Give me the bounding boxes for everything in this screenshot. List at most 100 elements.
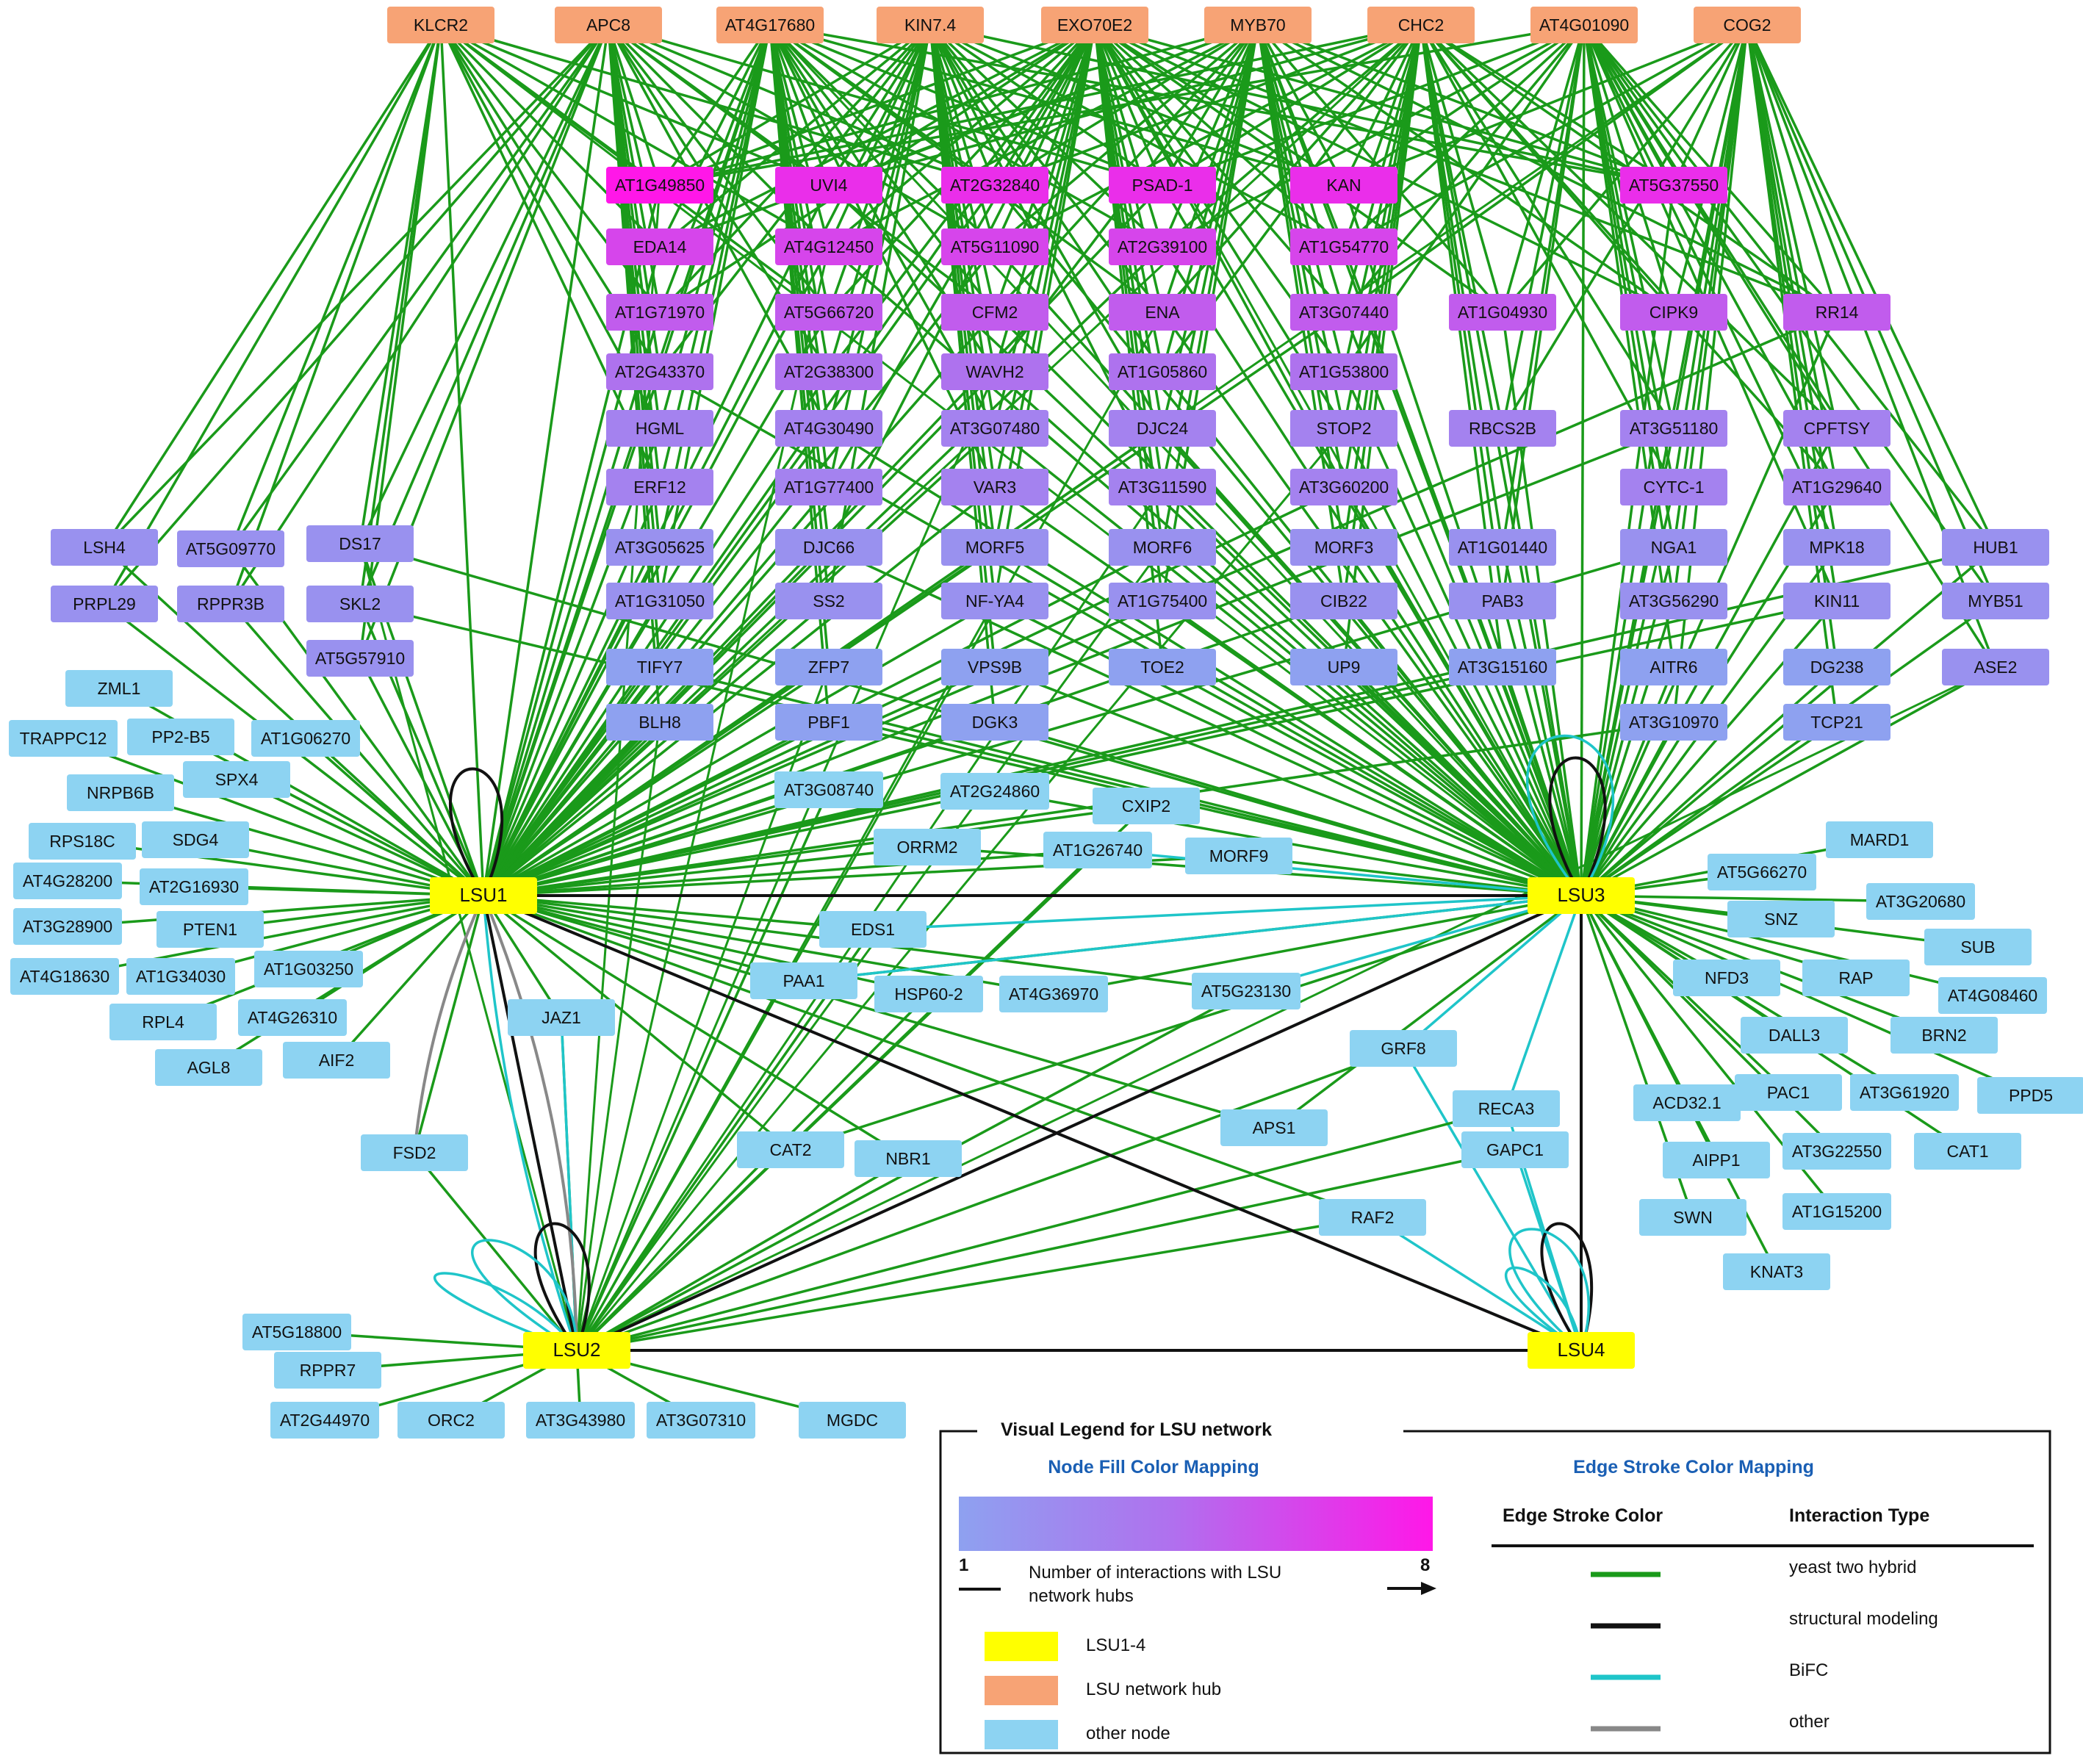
gradient-node-at3g07440[interactable]: AT3G07440 bbox=[1290, 294, 1397, 331]
gradient-node-erf12[interactable]: ERF12 bbox=[606, 469, 713, 505]
hub-node-at4g17680[interactable]: AT4G17680 bbox=[716, 7, 824, 43]
other-node-sdg4[interactable]: SDG4 bbox=[142, 821, 249, 858]
other-node-aps1[interactable]: APS1 bbox=[1220, 1109, 1328, 1146]
gradient-node-pbf1[interactable]: PBF1 bbox=[775, 704, 882, 741]
other-node-at1g34030[interactable]: AT1G34030 bbox=[126, 958, 235, 995]
gradient-node-cipk9[interactable]: CIPK9 bbox=[1620, 294, 1727, 331]
gradient-node-at5g37550[interactable]: AT5G37550 bbox=[1620, 167, 1727, 204]
gradient-node-cpftsy[interactable]: CPFTSY bbox=[1783, 410, 1890, 447]
gradient-node-at3g51180[interactable]: AT3G51180 bbox=[1620, 410, 1727, 447]
other-node-rppr7[interactable]: RPPR7 bbox=[274, 1352, 381, 1389]
other-node-snz[interactable]: SNZ bbox=[1727, 901, 1835, 937]
gradient-node-at3g15160[interactable]: AT3G15160 bbox=[1449, 649, 1556, 685]
gradient-node-kan[interactable]: KAN bbox=[1290, 167, 1397, 204]
gradient-node-at3g60200[interactable]: AT3G60200 bbox=[1290, 469, 1397, 505]
other-node-dall3[interactable]: DALL3 bbox=[1741, 1017, 1848, 1054]
gradient-node-var3[interactable]: VAR3 bbox=[941, 469, 1048, 505]
other-node-paa1[interactable]: PAA1 bbox=[750, 962, 857, 999]
gradient-node-at1g05860[interactable]: AT1G05860 bbox=[1109, 353, 1216, 390]
hub-node-cog2[interactable]: COG2 bbox=[1694, 7, 1801, 43]
gradient-node-djc66[interactable]: DJC66 bbox=[775, 529, 882, 566]
other-node-rap[interactable]: RAP bbox=[1802, 960, 1910, 996]
other-node-at1g06270[interactable]: AT1G06270 bbox=[251, 720, 360, 757]
other-node-at3g08740[interactable]: AT3G08740 bbox=[774, 771, 883, 808]
other-node-pten1[interactable]: PTEN1 bbox=[157, 911, 264, 948]
gradient-node-nf-ya4[interactable]: NF-YA4 bbox=[941, 583, 1048, 619]
gradient-node-tcp21[interactable]: TCP21 bbox=[1783, 704, 1890, 741]
other-node-at4g28200[interactable]: AT4G28200 bbox=[13, 863, 122, 899]
other-node-fsd2[interactable]: FSD2 bbox=[361, 1134, 468, 1171]
other-node-at5g18800[interactable]: AT5G18800 bbox=[242, 1314, 351, 1350]
other-node-orrm2[interactable]: ORRM2 bbox=[874, 829, 981, 865]
hub-node-apc8[interactable]: APC8 bbox=[555, 7, 662, 43]
other-node-at4g36970[interactable]: AT4G36970 bbox=[999, 976, 1108, 1012]
gradient-node-at3g11590[interactable]: AT3G11590 bbox=[1109, 469, 1216, 505]
other-node-hsp60-2[interactable]: HSP60-2 bbox=[874, 976, 983, 1012]
other-node-at2g16930[interactable]: AT2G16930 bbox=[140, 868, 248, 905]
gradient-node-at3g10970[interactable]: AT3G10970 bbox=[1620, 704, 1727, 741]
other-node-cat1[interactable]: CAT1 bbox=[1914, 1133, 2021, 1170]
other-node-at3g22550[interactable]: AT3G22550 bbox=[1782, 1133, 1891, 1170]
gradient-node-at1g53800[interactable]: AT1G53800 bbox=[1290, 353, 1397, 390]
other-node-at5g23130[interactable]: AT5G23130 bbox=[1192, 973, 1300, 1009]
lsu-node-lsu1[interactable]: LSU1 bbox=[430, 877, 537, 914]
gradient-node-at1g29640[interactable]: AT1G29640 bbox=[1783, 469, 1890, 505]
gradient-node-at1g75400[interactable]: AT1G75400 bbox=[1109, 583, 1216, 619]
gradient-node-up9[interactable]: UP9 bbox=[1290, 649, 1397, 685]
hub-node-at4g01090[interactable]: AT4G01090 bbox=[1530, 7, 1638, 43]
gradient-node-morf5[interactable]: MORF5 bbox=[941, 529, 1048, 566]
gradient-node-hgml[interactable]: HGML bbox=[606, 410, 713, 447]
gradient-node-ds17[interactable]: DS17 bbox=[306, 525, 414, 562]
gradient-node-at1g31050[interactable]: AT1G31050 bbox=[606, 583, 713, 619]
gradient-node-uvi4[interactable]: UVI4 bbox=[775, 167, 882, 204]
gradient-node-lsh4[interactable]: LSH4 bbox=[51, 529, 158, 566]
gradient-node-ase2[interactable]: ASE2 bbox=[1942, 649, 2049, 685]
gradient-node-at1g77400[interactable]: AT1G77400 bbox=[775, 469, 882, 505]
other-node-sub[interactable]: SUB bbox=[1924, 929, 2032, 965]
gradient-node-morf3[interactable]: MORF3 bbox=[1290, 529, 1397, 566]
gradient-node-at4g30490[interactable]: AT4G30490 bbox=[775, 410, 882, 447]
gradient-node-at5g57910[interactable]: AT5G57910 bbox=[306, 640, 414, 677]
other-node-at3g61920[interactable]: AT3G61920 bbox=[1850, 1074, 1959, 1111]
gradient-node-at3g05625[interactable]: AT3G05625 bbox=[606, 529, 713, 566]
other-node-eds1[interactable]: EDS1 bbox=[819, 911, 927, 948]
other-node-agl8[interactable]: AGL8 bbox=[155, 1049, 262, 1086]
other-node-at3g43980[interactable]: AT3G43980 bbox=[526, 1402, 635, 1439]
gradient-node-myb51[interactable]: MYB51 bbox=[1942, 583, 2049, 619]
other-node-at1g26740[interactable]: AT1G26740 bbox=[1043, 832, 1152, 868]
lsu-node-lsu4[interactable]: LSU4 bbox=[1528, 1332, 1635, 1369]
hub-node-klcr2[interactable]: KLCR2 bbox=[387, 7, 494, 43]
gradient-node-cfm2[interactable]: CFM2 bbox=[941, 294, 1048, 331]
gradient-node-at5g09770[interactable]: AT5G09770 bbox=[177, 530, 284, 567]
other-node-at3g28900[interactable]: AT3G28900 bbox=[13, 908, 122, 945]
other-node-at3g20680[interactable]: AT3G20680 bbox=[1866, 883, 1975, 920]
gradient-node-at5g66720[interactable]: AT5G66720 bbox=[775, 294, 882, 331]
lsu-node-lsu2[interactable]: LSU2 bbox=[523, 1332, 630, 1369]
other-node-mard1[interactable]: MARD1 bbox=[1826, 821, 1933, 858]
other-node-ppd5[interactable]: PPD5 bbox=[1977, 1077, 2083, 1114]
gradient-node-at3g07480[interactable]: AT3G07480 bbox=[941, 410, 1048, 447]
other-node-cat2[interactable]: CAT2 bbox=[737, 1131, 844, 1168]
other-node-brn2[interactable]: BRN2 bbox=[1890, 1017, 1998, 1054]
other-node-nfd3[interactable]: NFD3 bbox=[1673, 960, 1780, 996]
other-node-nrpb6b[interactable]: NRPB6B bbox=[67, 774, 174, 811]
gradient-node-hub1[interactable]: HUB1 bbox=[1942, 529, 2049, 566]
other-node-nbr1[interactable]: NBR1 bbox=[855, 1140, 962, 1177]
gradient-node-at1g04930[interactable]: AT1G04930 bbox=[1449, 294, 1556, 331]
gradient-node-ss2[interactable]: SS2 bbox=[775, 583, 882, 619]
gradient-node-stop2[interactable]: STOP2 bbox=[1290, 410, 1397, 447]
gradient-node-mpk18[interactable]: MPK18 bbox=[1783, 529, 1890, 566]
gradient-node-rppr3b[interactable]: RPPR3B bbox=[177, 586, 284, 622]
other-node-mgdc[interactable]: MGDC bbox=[799, 1402, 906, 1439]
other-node-zml1[interactable]: ZML1 bbox=[65, 670, 173, 707]
other-node-at3g07310[interactable]: AT3G07310 bbox=[647, 1402, 755, 1439]
gradient-node-blh8[interactable]: BLH8 bbox=[606, 704, 713, 741]
gradient-node-at2g38300[interactable]: AT2G38300 bbox=[775, 353, 882, 390]
gradient-node-dgk3[interactable]: DGK3 bbox=[941, 704, 1048, 741]
gradient-node-at2g32840[interactable]: AT2G32840 bbox=[941, 167, 1048, 204]
other-node-at4g18630[interactable]: AT4G18630 bbox=[10, 958, 119, 995]
gradient-node-tify7[interactable]: TIFY7 bbox=[606, 649, 713, 685]
gradient-node-at1g54770[interactable]: AT1G54770 bbox=[1290, 228, 1397, 265]
gradient-node-cib22[interactable]: CIB22 bbox=[1290, 583, 1397, 619]
other-node-spx4[interactable]: SPX4 bbox=[183, 761, 290, 798]
